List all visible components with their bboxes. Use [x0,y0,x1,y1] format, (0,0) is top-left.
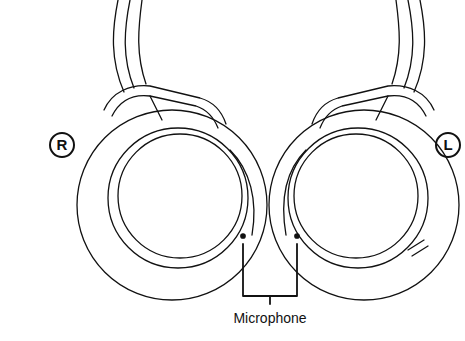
part-label: Microphone [233,310,306,326]
side-marker: L [435,132,461,158]
side-marker: R [49,132,75,158]
